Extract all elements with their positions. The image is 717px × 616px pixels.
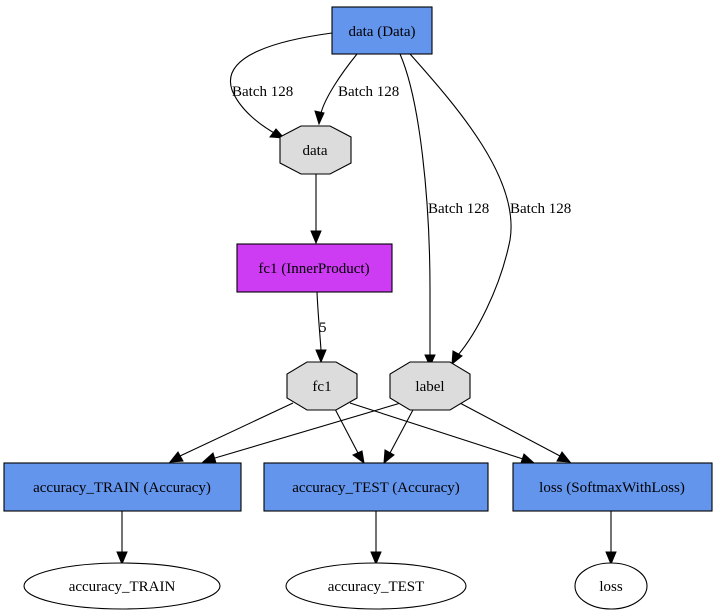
edge-label-to-acctest-arrow	[383, 449, 395, 465]
edge-acctest-to-out-arrow	[370, 551, 382, 566]
edge-data-to-label-outer-arrow	[451, 350, 463, 366]
edge-label-batch-3: Batch 128	[428, 201, 489, 217]
edge-data-to-datablob-left-arrow	[269, 128, 286, 139]
edge-data-to-label-inner-arrow	[424, 354, 436, 368]
edge-label-to-loss	[457, 401, 561, 457]
edge-data-to-datablob-left	[229, 32, 333, 135]
edge-label-to-loss-arrow	[556, 451, 572, 463]
accuracy-train-output-label: accuracy_TRAIN	[69, 579, 176, 595]
accuracy-train-output-node[interactable]	[23, 562, 221, 610]
edge-data-to-datablob-right	[320, 53, 358, 114]
loss-output-node[interactable]	[574, 562, 648, 610]
accuracy-train-layer-label: accuracy_TRAIN (Accuracy)	[33, 480, 211, 496]
fc1-blob-node[interactable]	[286, 361, 358, 411]
edge-fc1blob-to-loss-arrow	[520, 453, 536, 464]
edge-datablob-to-fc1-arrow	[310, 230, 322, 245]
edge-data-to-label-inner	[399, 53, 431, 355]
edge-data-to-datablob-right-arrow	[314, 110, 325, 126]
loss-output-label: loss	[599, 579, 623, 595]
edge-label-batch-4: Batch 128	[510, 201, 571, 217]
edge-fc1blob-to-acctrain	[179, 402, 294, 457]
fc1-layer-node[interactable]	[236, 243, 393, 293]
edge-label-fc1-output: 5	[319, 320, 327, 336]
loss-layer-label: loss (SoftmaxWithLoss)	[539, 480, 685, 496]
edge-fc1-to-fc1blob	[316, 291, 322, 351]
data-layer-label: data (Data)	[348, 24, 415, 40]
edge-fc1blob-to-loss	[349, 402, 524, 460]
data-blob-label: data	[303, 143, 328, 159]
edge-label-to-acctrain	[214, 401, 405, 459]
accuracy-test-output-label: accuracy_TEST	[328, 579, 425, 595]
accuracy-test-layer-label: accuracy_TEST (Accuracy)	[292, 480, 460, 496]
edge-label-batch-2: Batch 128	[338, 84, 399, 100]
fc1-blob-label: fc1	[312, 379, 331, 395]
edge-label-to-acctrain-arrow	[201, 452, 217, 464]
edge-acctrain-to-out-arrow	[116, 551, 128, 566]
edge-fc1-to-fc1blob-arrow	[315, 349, 327, 364]
edge-loss-to-out-arrow	[605, 551, 617, 566]
edge-data-to-label-outer	[409, 53, 512, 356]
label-blob-label: label	[415, 379, 444, 395]
edge-label-batch-1: Batch 128	[232, 84, 293, 100]
accuracy-train-layer-node[interactable]	[3, 462, 242, 512]
accuracy-test-output-node[interactable]	[285, 562, 467, 610]
data-blob-node[interactable]	[279, 125, 352, 175]
accuracy-test-layer-node[interactable]	[263, 462, 489, 512]
edge-fc1blob-to-acctest	[334, 408, 359, 454]
data-layer-node[interactable]	[331, 6, 433, 55]
fc1-layer-label: fc1 (InnerProduct)	[258, 261, 369, 277]
label-blob-node[interactable]	[389, 361, 471, 411]
edge-fc1blob-to-acctest-arrow	[352, 450, 365, 465]
edge-label-to-acctest	[389, 407, 415, 454]
edge-fc1blob-to-acctrain-arrow	[168, 451, 184, 463]
loss-layer-node[interactable]	[512, 462, 713, 512]
